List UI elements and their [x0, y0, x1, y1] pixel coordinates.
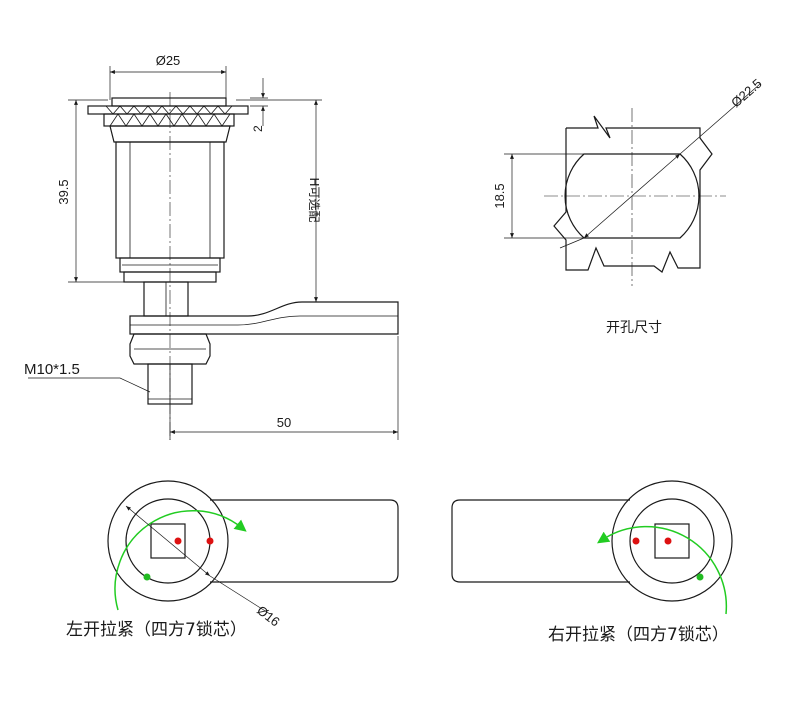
label-gap2: 2: [251, 125, 265, 132]
label-hole-dia: Ø22.5: [728, 76, 765, 111]
cutout-title: 开孔尺寸: [606, 320, 662, 336]
label-arm50: 50: [277, 415, 291, 430]
left-open-view: Ø16 左开拉紧（四方7锁芯）: [66, 480, 399, 640]
label-hole-width: 18.5: [492, 183, 507, 208]
left-caption: 左开拉紧（四方7锁芯）: [66, 620, 247, 640]
cutout-view: 18.5 Ø22.5 开孔尺寸: [492, 76, 765, 336]
rotation-arrow-icon: [114, 509, 247, 611]
red-dot-icon: [632, 537, 640, 545]
label-dia25: Ø25: [156, 53, 181, 68]
red-dot-icon: [664, 537, 672, 545]
rotation-arrow-icon: [597, 525, 728, 615]
right-open-view: 右开拉紧（四方7锁芯）: [451, 480, 733, 645]
right-caption: 右开拉紧（四方7锁芯）: [548, 625, 729, 645]
label-height: 39.5: [56, 179, 71, 204]
label-thread: M10*1.5: [24, 361, 80, 378]
green-dot-icon: [696, 573, 704, 581]
label-h-optional: H可选配: [307, 177, 321, 222]
green-dot-icon: [143, 573, 151, 581]
red-dot-icon: [174, 537, 182, 545]
red-dot-icon: [206, 537, 214, 545]
side-view: Ø25 2 39.5 H可选配: [24, 53, 399, 440]
